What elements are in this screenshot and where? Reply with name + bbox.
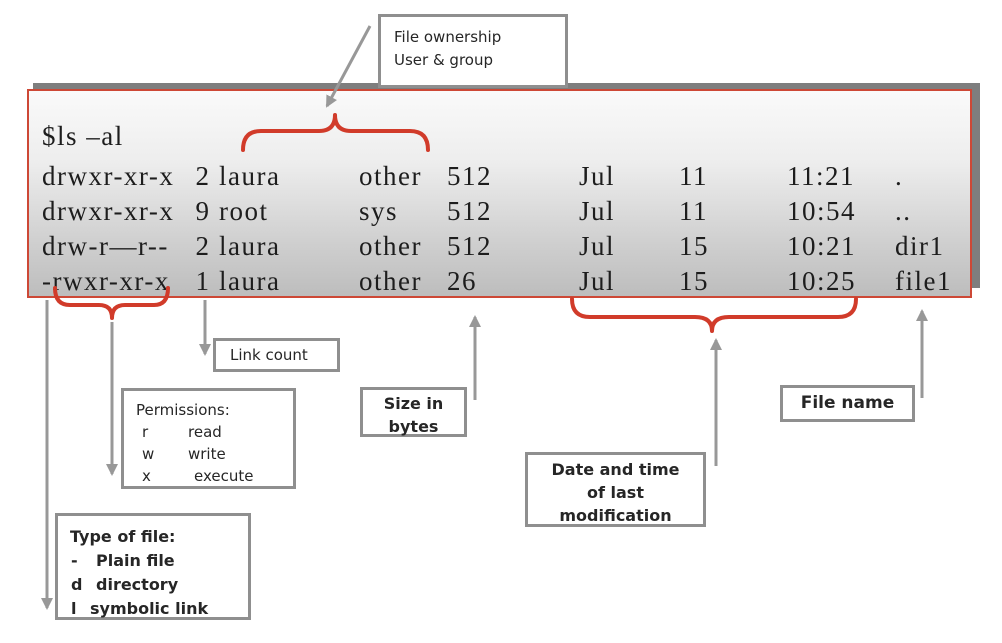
group-cell: other [359,161,422,191]
time-cell: 11:21 [787,161,855,191]
date-time-line1: Date and time [551,460,680,479]
file-type-callout: Type of file: - Plain file d directory l… [55,513,251,620]
link-count-cell: 2 [195,161,211,191]
month-cell: Jul [579,231,616,261]
file-ownership-line1: File ownership [394,28,502,46]
time-cell: 10:21 [787,231,857,261]
filename-cell: . [895,161,904,191]
permissions-row: w write [136,443,293,465]
file-ownership-callout: File ownership User & group [378,14,568,88]
file-name-label: File name [800,393,895,413]
permission-value: read [188,423,222,441]
permissions-cell: drw-r—r-- [42,231,169,261]
permission-value: execute [194,467,254,485]
time-cell: 10:54 [787,196,857,226]
size-cell: 512 [447,231,492,261]
day-cell: 11 [679,196,708,226]
date-time-line2: of last [587,483,644,502]
group-cell: other [359,231,422,261]
file-ownership-line2: User & group [394,51,493,69]
month-cell: Jul [579,196,616,226]
group-cell: sys [359,196,399,226]
file-type-title: Type of file: [70,527,176,546]
permissions-row: x execute [136,465,293,487]
file-type-row: l symbolic link [70,597,248,621]
filename-cell: .. [895,196,912,226]
owner-cell: laura [219,266,281,296]
size-line2: bytes [388,417,439,436]
filename-cell: file1 [895,266,952,296]
day-cell: 11 [679,161,708,191]
day-cell: 15 [679,266,709,296]
filename-cell: dir1 [895,231,945,261]
owner-cell: root [219,196,269,226]
permission-key: x [142,467,151,485]
permissions-cell: drwxr-xr-x [42,161,175,191]
permissions-title: Permissions: [136,401,230,419]
date-time-line3: modification [559,506,672,525]
month-cell: Jul [579,266,616,296]
permissions-cell: drwxr-xr-x [42,196,175,226]
file-type-key: l [71,599,77,618]
size-cell: 512 [447,161,492,191]
ls-row: drwxr-xr-x 2 laura other 512 Jul 11 11:2… [29,161,970,193]
month-cell: Jul [579,161,616,191]
ls-row: drwxr-xr-x 9 root sys 512 Jul 11 10:54 .… [29,196,970,228]
size-line1: Size in [383,394,444,413]
date-time-callout: Date and time of last modification [525,452,706,527]
owner-cell: laura [219,231,281,261]
link-count-cell: 1 [195,266,211,296]
file-type-row: d directory [70,573,248,597]
file-type-value: directory [96,575,179,594]
size-cell: 26 [447,266,477,296]
owner-cell: laura [219,161,281,191]
link-count-label: Link count [230,346,308,364]
size-cell: 512 [447,196,492,226]
terminal-output-panel: $ls –al drwxr-xr-x 2 laura other 512 Jul… [27,89,972,298]
permission-key: r [142,423,149,441]
ls-row: drw-r—r-- 2 laura other 512 Jul 15 10:21… [29,231,970,263]
file-type-value: symbolic link [90,599,209,618]
file-type-key: - [71,551,78,570]
group-cell: other [359,266,422,296]
file-type-key: d [71,575,83,594]
permissions-cell: -rwxr-xr-x [42,266,170,296]
command-text: $ls –al [42,121,124,151]
day-cell: 15 [679,231,709,261]
permission-key: w [142,445,155,463]
permissions-row: r read [136,421,293,443]
link-count-callout: Link count [213,338,340,372]
file-type-row: - Plain file [70,549,248,573]
permission-value: write [188,445,226,463]
date-time-brace [570,297,858,333]
command-line: $ls –al [29,121,970,153]
size-in-bytes-callout: Size in bytes [360,387,467,437]
file-type-value: Plain file [96,551,175,570]
ls-row: -rwxr-xr-x 1 laura other 26 Jul 15 10:25… [29,266,970,298]
file-name-callout: File name [780,385,915,422]
permissions-callout: Permissions: r read w write x execute [121,388,296,489]
link-count-cell: 2 [195,231,211,261]
time-cell: 10:25 [787,266,857,296]
link-count-cell: 9 [195,196,211,226]
